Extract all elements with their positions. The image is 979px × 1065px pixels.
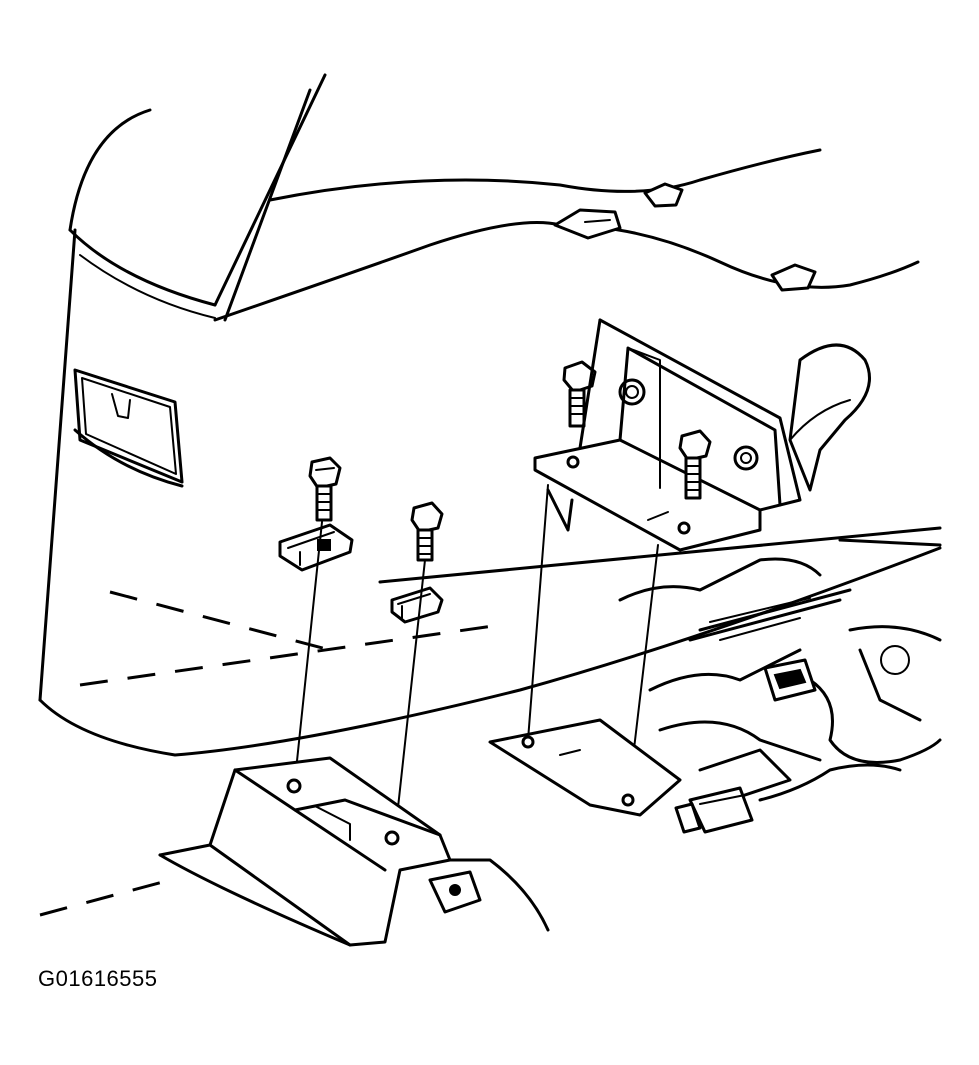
bolt-left xyxy=(308,456,342,522)
tail-lamp xyxy=(73,368,184,488)
lower-mount-plate-right xyxy=(488,718,682,817)
bolt-right-lower xyxy=(678,429,712,500)
clip-nut xyxy=(390,586,444,624)
frame-rails xyxy=(618,538,942,802)
bumper-guard xyxy=(788,343,871,492)
bracket-edge-mark xyxy=(546,488,574,532)
bolt-right-upper xyxy=(562,360,597,428)
wiring-harness xyxy=(758,658,942,802)
roof-clip xyxy=(553,182,817,292)
bracket-small-left xyxy=(278,523,354,572)
guide-line-left xyxy=(294,521,323,781)
guide-line-middle xyxy=(394,559,426,836)
lower-mount-bracket-left xyxy=(158,756,550,947)
bolt-middle xyxy=(410,501,444,562)
nut-right xyxy=(733,445,759,471)
upper-mount-bracket xyxy=(533,318,802,552)
hidden-lines xyxy=(39,590,501,917)
guide-line-right-a xyxy=(527,484,549,741)
electrical-connector xyxy=(674,786,754,834)
figure-code-label: G01616555 xyxy=(38,966,158,991)
